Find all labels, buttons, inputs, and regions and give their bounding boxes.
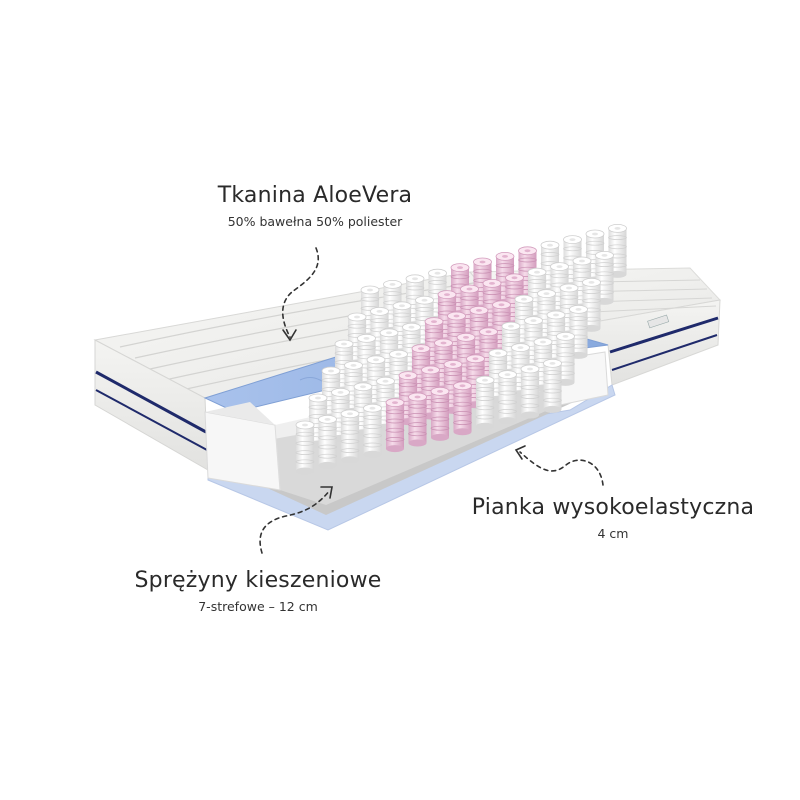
pocket-spring bbox=[318, 414, 337, 469]
fabric-annotation: Tkanina AloeVera 50% bawełna 50% poliest… bbox=[190, 183, 440, 229]
springs-pointer-arrow bbox=[259, 489, 331, 554]
springs-annotation: Sprężyny kieszeniowe 7-strefowe – 12 cm bbox=[128, 568, 388, 614]
arrow-heads bbox=[282, 329, 526, 499]
pocket-spring bbox=[520, 364, 540, 419]
pocket-spring bbox=[363, 403, 382, 458]
pocket-spring bbox=[430, 386, 450, 441]
foam-pointer-arrow bbox=[519, 451, 604, 486]
foam-title: Pianka wysokoelastyczna bbox=[471, 495, 755, 520]
springs-title: Sprężyny kieszeniowe bbox=[134, 568, 382, 593]
pocket-spring bbox=[475, 375, 495, 430]
foam-annotation: Pianka wysokoelastyczna 4 cm bbox=[468, 495, 758, 541]
pointer-arrows bbox=[259, 247, 604, 554]
pocket-spring bbox=[498, 370, 517, 425]
pocket-spring bbox=[543, 358, 562, 413]
pocket-spring bbox=[453, 381, 472, 436]
pocket-springs bbox=[295, 223, 627, 475]
fabric-detail: 50% bawełna 50% poliester bbox=[227, 214, 403, 229]
pocket-spring bbox=[340, 409, 360, 464]
fabric-pointer-arrow bbox=[281, 247, 319, 338]
pocket-spring bbox=[385, 398, 405, 453]
fabric-title: Tkanina AloeVera bbox=[217, 183, 413, 208]
springs-detail: 7-strefowe – 12 cm bbox=[198, 599, 318, 614]
foam-detail: 4 cm bbox=[597, 526, 629, 541]
pocket-spring bbox=[572, 256, 592, 311]
pocket-spring bbox=[295, 420, 315, 475]
pocket-spring bbox=[408, 392, 427, 447]
